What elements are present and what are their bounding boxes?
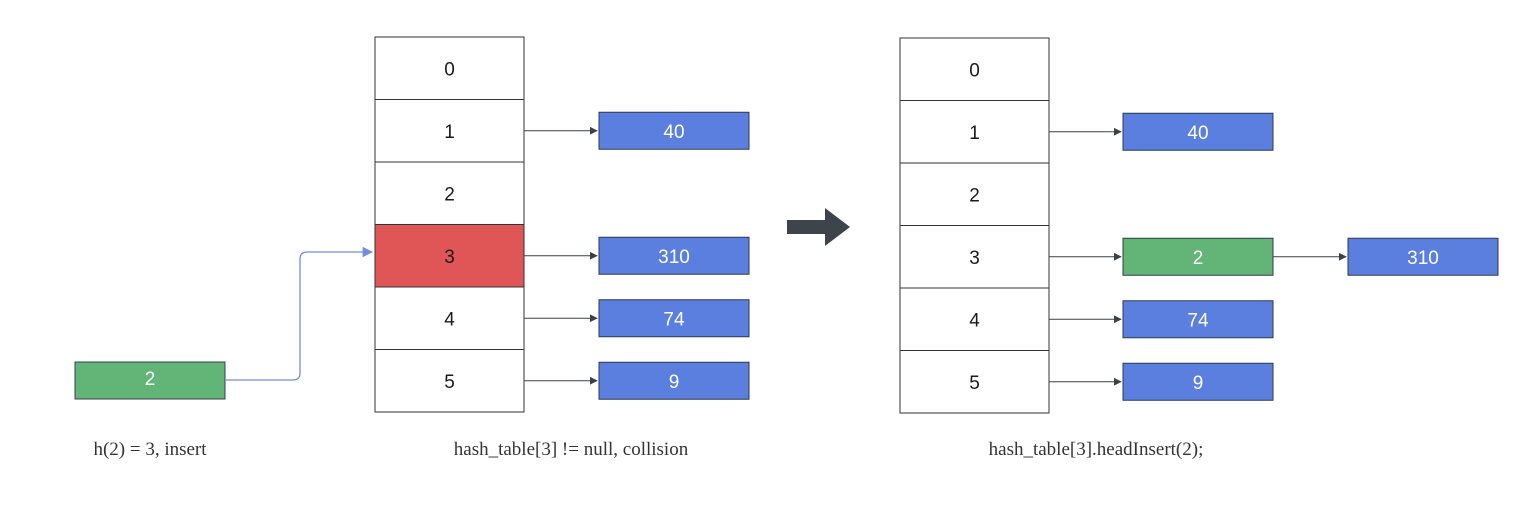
table-index-label: 2 [969, 185, 980, 206]
table-index-label: 3 [444, 247, 455, 268]
chain-node [598, 361, 750, 400]
chain-node [1122, 362, 1274, 401]
table-index-label: 4 [444, 309, 455, 330]
hash-route-arrow [226, 246, 374, 381]
table-index-label: 0 [969, 60, 980, 81]
chain-node-label: 9 [669, 372, 680, 393]
chain-node-label: 74 [663, 309, 685, 330]
chain-node-label: 310 [658, 247, 690, 268]
table-cell-3 [374, 224, 525, 288]
chain-node-label: 40 [663, 122, 684, 143]
chain-node-label: 310 [1407, 248, 1439, 269]
table-index-label: 0 [444, 59, 455, 80]
left-hash-table: 0 1 2 3 4 5 [374, 36, 525, 413]
table-index-label: 1 [969, 123, 980, 144]
table-cell-0 [899, 37, 1050, 101]
chain-node [1122, 300, 1274, 339]
chain-node [598, 111, 750, 150]
right-arrow-icon [787, 208, 850, 246]
table-cell-1 [374, 99, 525, 163]
table-cell-5 [374, 349, 525, 413]
table-index-label: 1 [444, 122, 455, 143]
table-index-label: 2 [444, 184, 455, 205]
table-cell-4 [899, 287, 1050, 351]
table-cell-2 [374, 161, 525, 225]
table-cell-2 [899, 162, 1050, 226]
chain-node [598, 299, 750, 338]
collision-caption: hash_table[3] != null, collision [454, 439, 689, 460]
right-chains: 40 2 310 74 9 [1049, 112, 1499, 401]
table-index-label: 5 [444, 372, 455, 393]
chain-node [598, 236, 750, 275]
chain-node [1347, 237, 1499, 276]
table-index-label: 5 [969, 373, 980, 394]
chain-node-label: 9 [1193, 373, 1204, 394]
new-head-node-label: 2 [1193, 248, 1204, 269]
table-index-label: 4 [969, 310, 980, 331]
left-chains: 40 310 74 9 [524, 111, 750, 400]
insert-node-label: 2 [145, 369, 156, 390]
head-insert-caption: hash_table[3].headInsert(2); [989, 439, 1204, 460]
insert-caption: h(2) = 3, insert [93, 439, 207, 460]
table-index-label: 3 [969, 248, 980, 269]
table-cell-4 [374, 286, 525, 350]
table-cell-0 [374, 36, 525, 100]
chain-node [1122, 112, 1274, 151]
insert-node: 2 [74, 361, 226, 400]
chain-node-label: 40 [1187, 123, 1208, 144]
right-hash-table: 0 1 2 3 4 5 [899, 37, 1050, 414]
chain-node-label: 74 [1187, 310, 1209, 331]
